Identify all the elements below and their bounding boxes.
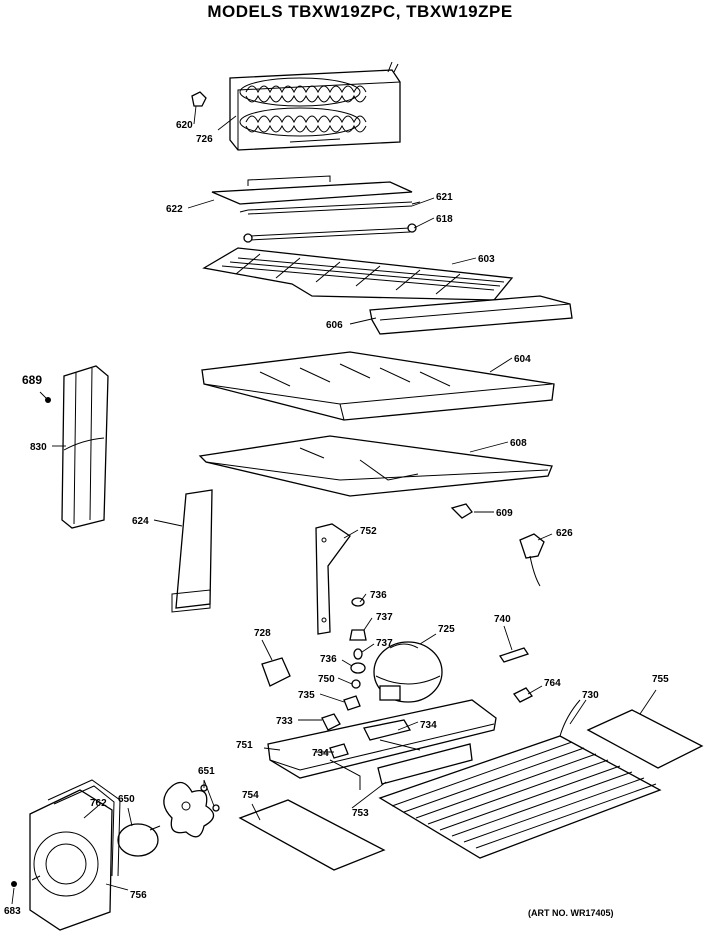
thermostat-626 — [519, 533, 545, 587]
tube-740 — [498, 647, 530, 663]
part-label: 730 — [582, 690, 599, 701]
part-label: 762 — [90, 798, 107, 809]
part-label: 755 — [652, 674, 669, 685]
part-label: 740 — [494, 614, 511, 625]
fan-blade-651 — [163, 781, 220, 838]
part-label: 735 — [298, 690, 315, 701]
part-label: 750 — [318, 674, 335, 685]
part-label: 754 — [242, 790, 259, 801]
part-label: 609 — [496, 508, 513, 519]
freezer-floor-604 — [201, 351, 555, 421]
shelf-603 — [202, 247, 514, 301]
part-label: 608 — [510, 438, 527, 449]
condenser-730 — [378, 699, 662, 859]
crossbar-606 — [369, 295, 573, 335]
bracket-609 — [450, 503, 473, 519]
art-number: (ART NO. WR17405) — [528, 908, 614, 918]
tube-618 — [243, 223, 417, 243]
part-label: 734 — [420, 720, 437, 731]
washer-750 — [351, 679, 361, 689]
heater-rod-621 — [239, 201, 421, 215]
base-pan-751 — [267, 699, 497, 790]
part-label: 651 — [198, 766, 215, 777]
relay-728 — [261, 657, 291, 687]
part-label: 736 — [370, 590, 387, 601]
fan-shroud-756 — [29, 789, 113, 931]
part-label: 650 — [118, 794, 135, 805]
part-label: 618 — [436, 214, 453, 225]
bracket-734-left — [329, 743, 349, 759]
grommet-736-lower — [350, 662, 366, 674]
diagram-title: MODELS TBXW19ZPC, TBXW19ZPE — [207, 2, 513, 21]
part-label: 622 — [166, 204, 183, 215]
part-label: 621 — [436, 192, 453, 203]
part-label: 752 — [360, 526, 377, 537]
part-label: 734 — [312, 748, 329, 759]
part-label: 683 — [4, 906, 21, 917]
part-label: 751 — [236, 740, 253, 751]
clip-733 — [321, 713, 341, 731]
bracket-752 — [315, 523, 351, 635]
clip-735 — [343, 695, 361, 711]
evaporator-coil-726 — [229, 61, 401, 151]
part-label: 753 — [352, 808, 369, 819]
leader-lines — [11, 105, 657, 905]
part-label: 764 — [544, 678, 561, 689]
cover-plate-622 — [211, 175, 413, 205]
part-label: 689 — [22, 373, 42, 387]
side-rail-830 — [61, 365, 109, 529]
gasket-762 — [47, 779, 121, 877]
fan-motor-650 — [117, 823, 161, 857]
part-label: 603 — [478, 254, 495, 265]
part-label: 604 — [514, 354, 531, 365]
part-label: 737 — [376, 612, 393, 623]
cover-755 — [586, 709, 704, 769]
part-label: 733 — [276, 716, 293, 727]
bracket-753 — [377, 743, 473, 785]
part-label: 626 — [556, 528, 573, 539]
clip-620 — [191, 91, 207, 107]
sleeve-737-lower — [353, 648, 363, 660]
part-label: 620 — [176, 120, 193, 131]
part-label: 726 — [196, 134, 213, 145]
clip-764 — [513, 687, 533, 703]
part-label: 624 — [132, 516, 149, 527]
compressor-725 — [373, 641, 443, 703]
part-label: 737 — [376, 638, 393, 649]
part-labels: 620 726 622 621 618 603 606 604 689 830 … — [4, 120, 669, 917]
part-label: 728 — [254, 628, 271, 639]
sleeve-737-upper — [349, 629, 367, 641]
divider-608 — [198, 435, 553, 497]
part-label: 606 — [326, 320, 343, 331]
part-label: 725 — [438, 624, 455, 635]
panel-624 — [171, 489, 213, 613]
bracket-734-right — [363, 719, 412, 741]
screw-683 — [11, 881, 17, 887]
part-label: 736 — [320, 654, 337, 665]
part-label: 830 — [30, 442, 47, 453]
part-label: 756 — [130, 890, 147, 901]
plate-754 — [238, 799, 386, 871]
